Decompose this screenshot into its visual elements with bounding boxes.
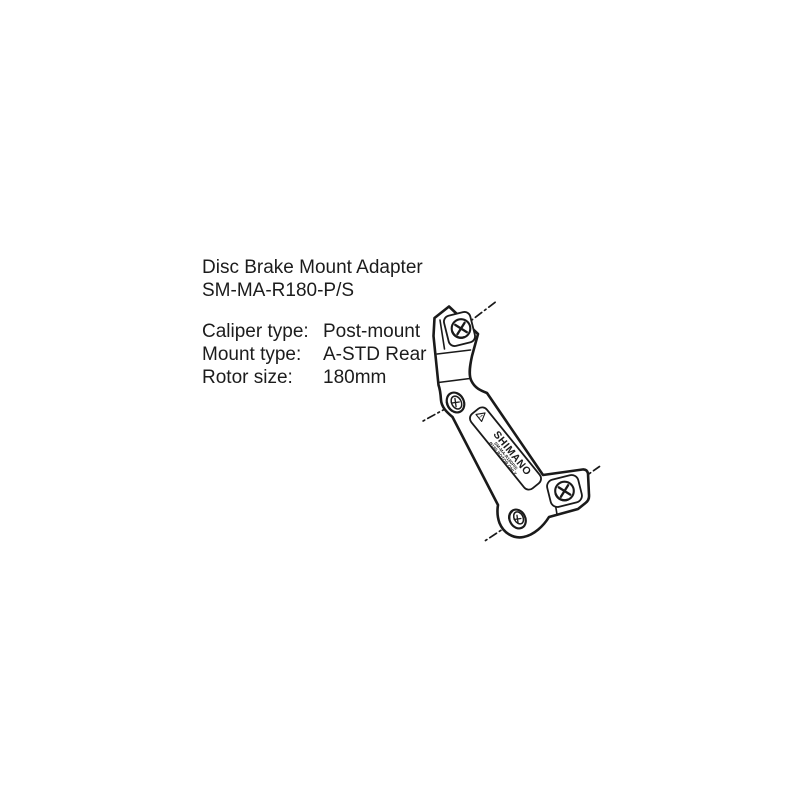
spec-row-caliper-type: Caliper type: Post-mount bbox=[202, 320, 492, 343]
hole-shading bbox=[508, 510, 513, 520]
spec-row-rotor-size: Rotor size: 180mm bbox=[202, 366, 492, 389]
phillips-screw-icon-top bbox=[450, 318, 472, 339]
screw-slot bbox=[559, 484, 570, 498]
screw-slot bbox=[516, 514, 519, 524]
spec-label: Rotor size: bbox=[202, 367, 293, 388]
spec-value: 180mm bbox=[323, 367, 387, 388]
hole-shading bbox=[445, 401, 454, 412]
spec-table: Caliper type: Post-mount Mount type: A-S… bbox=[202, 320, 492, 389]
title-block: Disc Brake Mount Adapter SM-MA-R180-P/S bbox=[202, 256, 492, 302]
spec-label: Mount type: bbox=[202, 344, 302, 365]
spec-row-mount-type: Mount type: A-STD Rear bbox=[202, 343, 492, 366]
spec-value: A-STD Rear bbox=[323, 344, 427, 365]
brand-label-plate bbox=[469, 406, 542, 491]
phillips-screw-icon-caliper bbox=[554, 480, 575, 502]
screw-shading bbox=[554, 493, 569, 502]
screw-shading bbox=[451, 330, 466, 339]
product-info: Disc Brake Mount Adapter SM-MA-R180-P/S … bbox=[202, 256, 492, 389]
arm-fold-line-upper bbox=[436, 349, 472, 355]
bottom-mounting-hole bbox=[508, 508, 527, 530]
product-model: SM-MA-R180-P/S bbox=[202, 280, 355, 301]
arm-fold-line-lower bbox=[437, 377, 471, 384]
hole-bore bbox=[450, 395, 463, 410]
spec-value: Post-mount bbox=[323, 321, 421, 342]
product-title: Disc Brake Mount Adapter bbox=[202, 257, 423, 278]
warning-exclamation: ! bbox=[477, 414, 483, 419]
screw-slot bbox=[454, 397, 457, 408]
top-block-facet-line bbox=[439, 319, 446, 350]
warning-triangle-icon bbox=[475, 412, 486, 423]
spec-label: Caliper type: bbox=[202, 321, 309, 342]
middle-mounting-hole bbox=[445, 391, 466, 414]
screw-slot bbox=[456, 321, 466, 336]
adapter-illustration: ! SHIMANO SM-MA-R180P/S Ø180 ROTOR ONLY bbox=[422, 299, 601, 542]
